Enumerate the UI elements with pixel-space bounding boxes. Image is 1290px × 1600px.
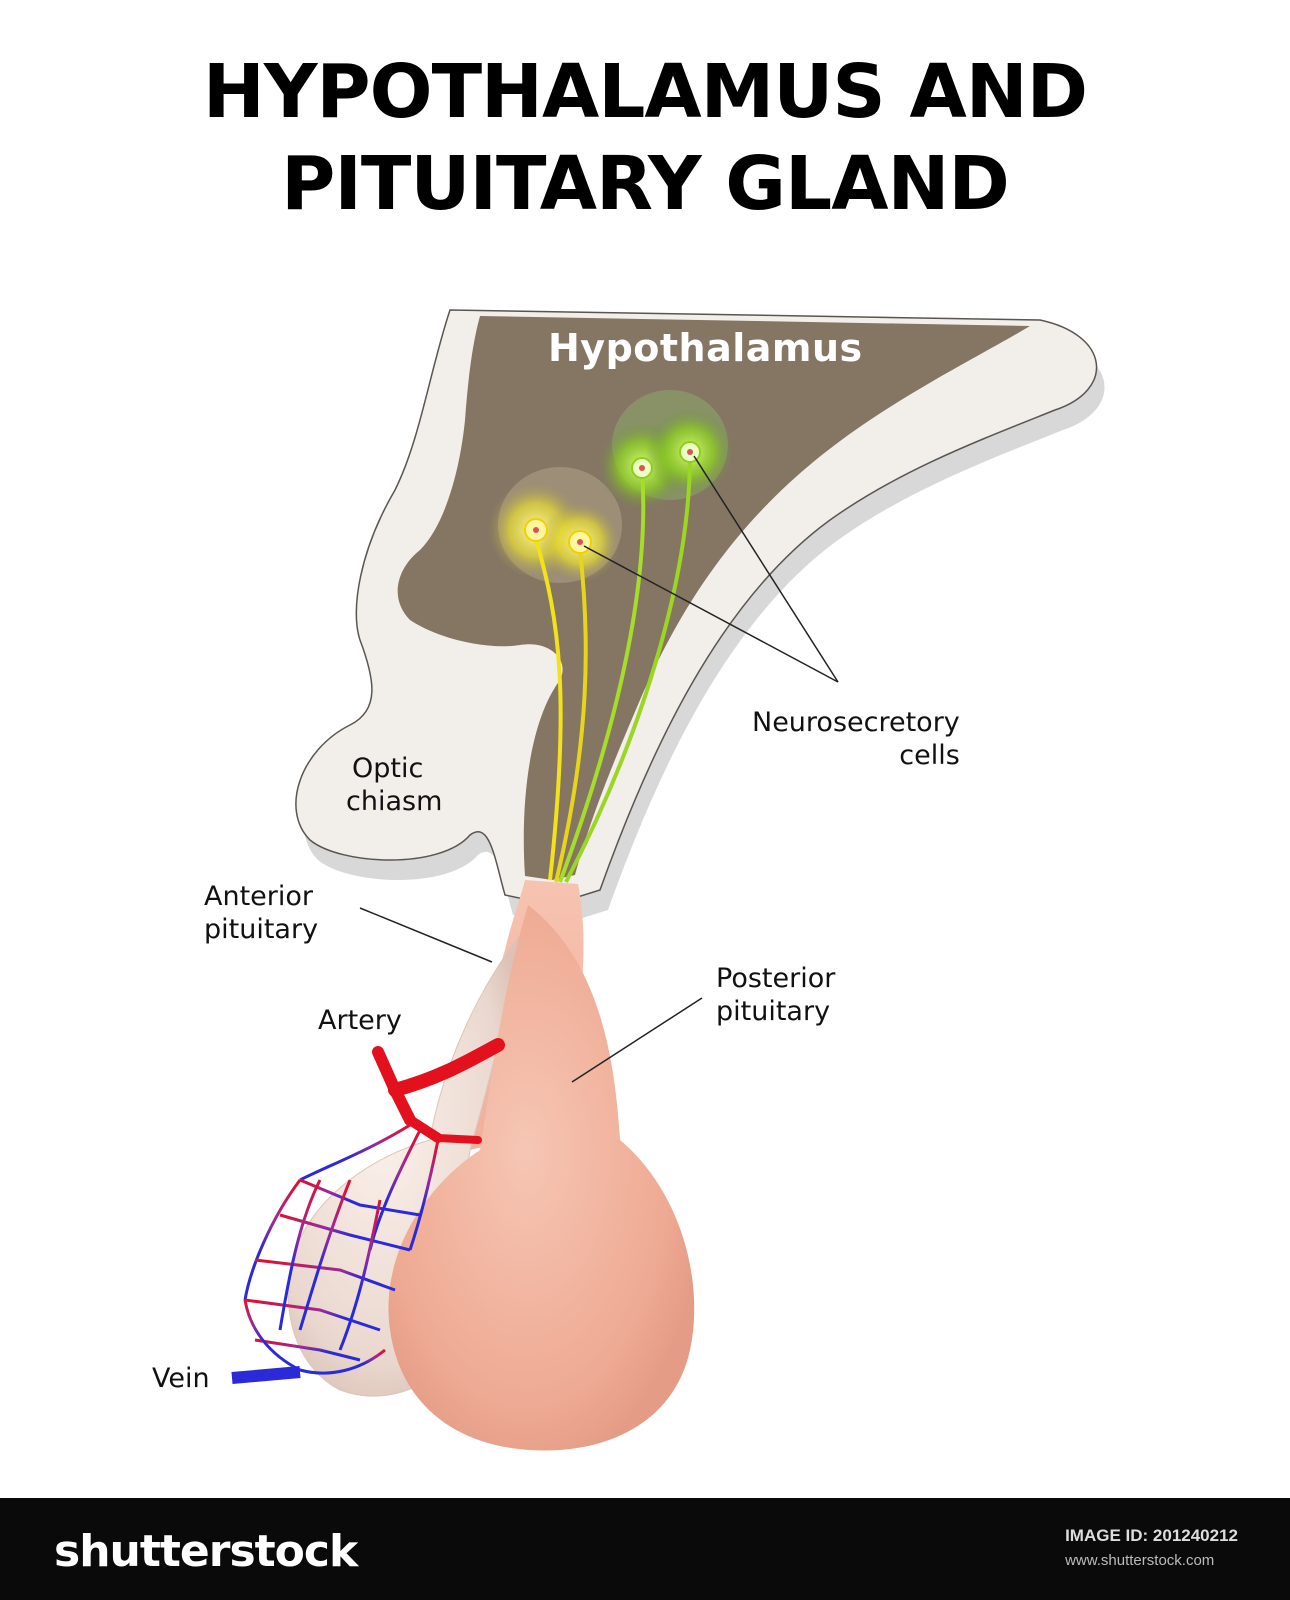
- anterior-pituitary-label-line-2: pituitary: [204, 913, 318, 946]
- brand-logo: shutterstock: [54, 1526, 357, 1577]
- footer-bar: shutterstock IMAGE ID: 201240212 www.shu…: [0, 1498, 1290, 1600]
- posterior-pituitary-label-line-2: pituitary: [716, 995, 835, 1028]
- neurosecretory-label-line-2: cells: [752, 739, 960, 772]
- vein-stub: [232, 1372, 300, 1378]
- optic-chiasm-label-line-2: chiasm: [346, 785, 442, 818]
- site-url[interactable]: www.shutterstock.com: [1065, 1552, 1238, 1569]
- posterior-pituitary-label-line-1: Posterior: [716, 962, 835, 995]
- green-neuron-2: [680, 442, 700, 462]
- hypothalamus-label: Hypothalamus: [548, 326, 863, 370]
- yellow-neuron-1: [525, 519, 547, 541]
- neurosecretory-label: Neurosecretory cells: [752, 706, 960, 772]
- posterior-pituitary-label: Posterior pituitary: [716, 962, 835, 1028]
- image-meta: IMAGE ID: 201240212 www.shutterstock.com: [1065, 1526, 1238, 1569]
- artery-label: Artery: [318, 1004, 402, 1037]
- optic-chiasm-label-line-1: Optic: [346, 752, 442, 785]
- anterior-pituitary-label: Anterior pituitary: [204, 880, 318, 946]
- neurosecretory-label-line-1: Neurosecretory: [752, 706, 960, 739]
- anterior-pituitary-label-line-1: Anterior: [204, 880, 318, 913]
- image-id: IMAGE ID: 201240212: [1065, 1526, 1238, 1546]
- green-neuron-1: [632, 458, 652, 478]
- anterior-leader: [360, 908, 492, 962]
- yellow-neuron-2: [569, 531, 591, 553]
- optic-chiasm-label: Optic chiasm: [346, 752, 442, 818]
- vein-label: Vein: [152, 1362, 210, 1395]
